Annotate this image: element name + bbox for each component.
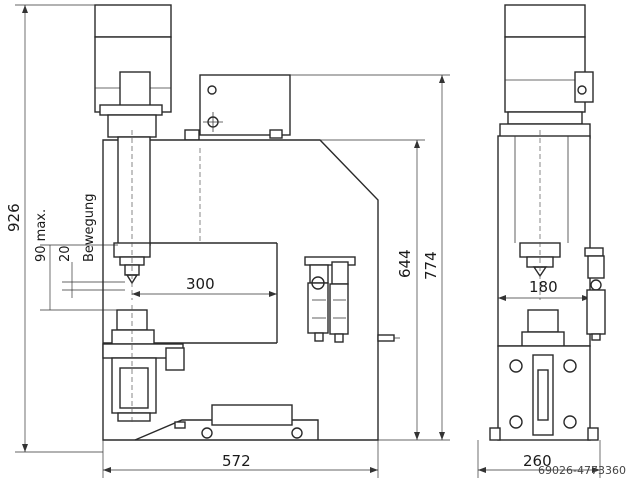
side-anvil — [527, 309, 559, 333]
dim-overall-height: 926 — [5, 203, 23, 232]
control-box — [199, 74, 291, 136]
base-block — [211, 404, 293, 426]
dim-width-side: 260 — [523, 452, 552, 470]
dim-frame-height: 644 — [396, 249, 414, 278]
front-view: 926 90 max. 20 Bewegung 300 644 774 — [5, 4, 450, 478]
dim-width-front: 572 — [222, 452, 251, 470]
motor-cap — [94, 4, 172, 38]
dim-throat-depth: 300 — [186, 275, 215, 293]
watermark-id: 69026-4773360 — [538, 464, 626, 477]
air-service-unit — [304, 256, 356, 343]
spindle-column — [117, 136, 151, 246]
dim-table-height: 774 — [422, 251, 440, 280]
dim-movement-label: Bewegung — [82, 193, 97, 262]
dim-spindle-width: 180 — [529, 278, 558, 296]
side-view: 180 260 — [477, 4, 606, 478]
side-motor-cap — [504, 4, 586, 38]
dim-movement: 20 — [58, 245, 73, 262]
side-motor-body — [504, 36, 586, 113]
dim-stroke-max: 90 max. — [34, 209, 49, 262]
